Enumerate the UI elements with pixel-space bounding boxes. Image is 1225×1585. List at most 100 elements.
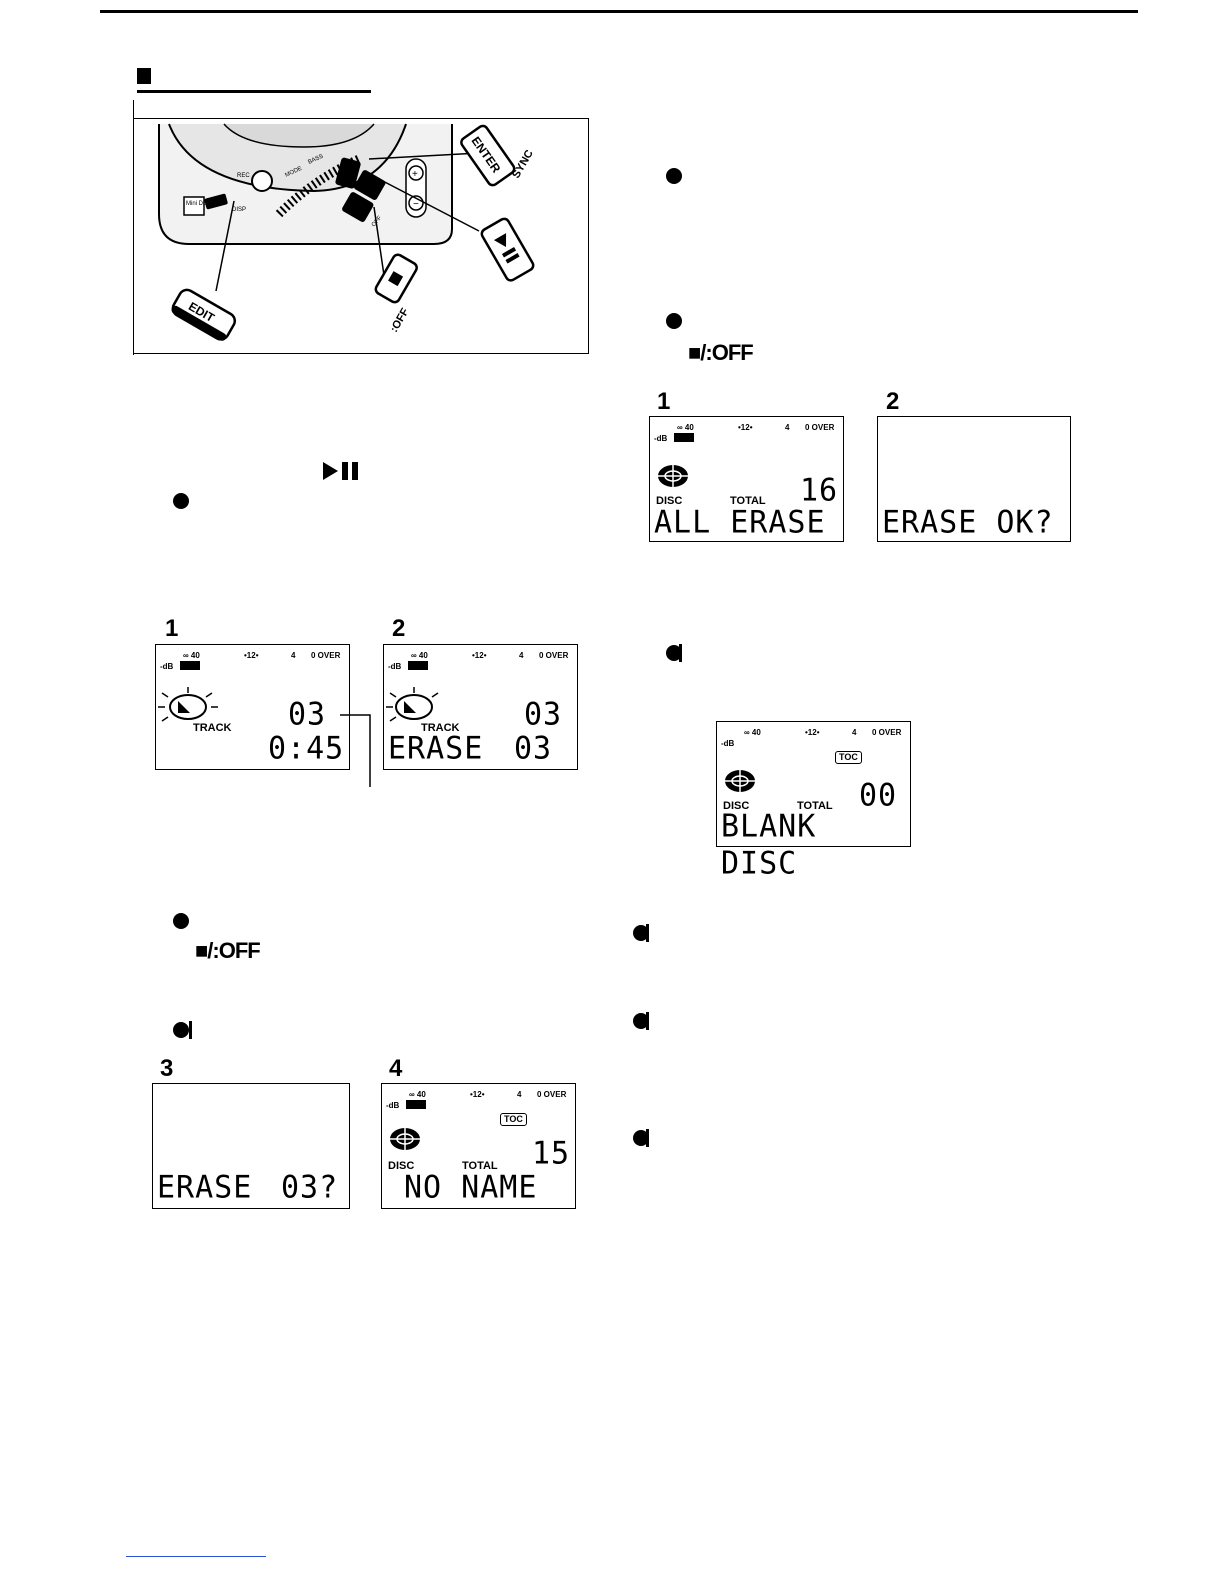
lcd-no-name: ∞ 40 •12• 4 0 OVER -dB TOC DISC TOTAL 15… <box>381 1083 576 1209</box>
bullet-r2 <box>666 313 682 329</box>
bullet-bar <box>646 924 649 942</box>
bullet-r4 <box>633 925 649 941</box>
bullet-1 <box>173 493 189 509</box>
scale-12: •12• <box>472 651 487 660</box>
stop-off-key-label: :OFF <box>388 306 411 334</box>
bullet-bar <box>679 644 682 662</box>
bullet-2 <box>173 913 189 929</box>
disc-icon <box>390 1128 420 1150</box>
lcd-track-time: ∞ 40 •12• 4 0 OVER -dB TRACK 03 0:45 <box>155 644 350 770</box>
section-square-icon <box>137 68 151 84</box>
bottom-link-rule <box>126 1556 266 1557</box>
total-count: 16 <box>800 472 839 509</box>
panel-number: 4 <box>389 1055 403 1082</box>
scale-4: 4 <box>517 1090 522 1099</box>
track-number: 03 <box>288 696 327 733</box>
all-erase-label: ALL ERASE <box>654 504 826 541</box>
bullet-bar <box>189 1021 192 1039</box>
device-drawing: REC MODE BASS Mini Disc DISP OFF + − ENT… <box>158 123 536 341</box>
total-count: 15 <box>532 1135 571 1172</box>
scale-db: -dB <box>386 1101 400 1110</box>
scale-inf: ∞ 40 <box>409 1090 426 1099</box>
scale-db: -dB <box>160 662 174 671</box>
track-label: TRACK <box>421 722 460 734</box>
scale-inf: ∞ 40 <box>744 728 761 737</box>
scale-4: 4 <box>852 728 857 737</box>
disp-label: DISP <box>232 207 246 213</box>
bullet-bar <box>646 1129 649 1147</box>
disc-label: DISC <box>388 1160 415 1172</box>
bullet-r5 <box>633 1013 649 1029</box>
scale-4: 4 <box>785 423 790 432</box>
disc-blink-icon <box>386 687 439 722</box>
toc-badge: TOC <box>500 1113 527 1126</box>
erase-label: ERASE <box>157 1169 253 1206</box>
panel-number: 2 <box>886 388 900 415</box>
time-readout: 0:45 <box>268 730 345 767</box>
svg-text:+: + <box>412 169 418 180</box>
scale-over: 0 OVER <box>537 1090 567 1099</box>
scale-over: 0 OVER <box>805 423 835 432</box>
stop-off-label: ■/:OFF <box>195 938 261 963</box>
bullet-r6 <box>633 1130 649 1146</box>
level-bar <box>674 433 694 442</box>
track-number: 03 <box>524 696 563 733</box>
track-label: TRACK <box>193 722 232 734</box>
scale-over: 0 OVER <box>872 728 902 737</box>
section-underline <box>137 90 371 93</box>
erase-question: 03? <box>281 1169 339 1206</box>
top-rule <box>100 10 1138 13</box>
toc-badge: TOC <box>835 751 862 764</box>
scale-db: -dB <box>388 662 402 671</box>
device-illustration: REC MODE BASS Mini Disc DISP OFF + − ENT… <box>133 118 589 354</box>
bullet-3 <box>173 1022 189 1038</box>
bullet-bar <box>646 1012 649 1030</box>
total-label: TOTAL <box>797 800 833 812</box>
scale-12: •12• <box>738 423 753 432</box>
disc-blink-icon <box>158 687 218 722</box>
level-bar <box>180 661 200 670</box>
lcd-erase-ok: ERASE OK? <box>877 416 1071 542</box>
scale-inf: ∞ 40 <box>411 651 428 660</box>
scale-over: 0 OVER <box>311 651 341 660</box>
scale-db: -dB <box>654 434 668 443</box>
scale-4: 4 <box>291 651 296 660</box>
minidisc-logo: Mini Disc <box>186 201 210 207</box>
callout-line <box>340 714 371 787</box>
erase-label: ERASE <box>388 730 484 767</box>
disc-icon <box>658 465 688 487</box>
disc-label: DISC <box>723 800 750 812</box>
scale-12: •12• <box>470 1090 485 1099</box>
lcd-all-erase: ∞ 40 •12• 4 0 OVER -dB DISC TOTAL 16 ALL… <box>649 416 844 542</box>
erase-track-number: 03 <box>514 730 553 767</box>
scale-12: •12• <box>244 651 259 660</box>
scale-db: -dB <box>721 739 735 748</box>
panel-number: 1 <box>165 615 179 642</box>
lcd-erase-confirm: ERASE 03? <box>152 1083 350 1209</box>
lcd-erase-track: ∞ 40 •12• 4 0 OVER -dB TRACK 03 ERASE 03 <box>383 644 578 770</box>
level-bar <box>406 1100 426 1109</box>
sync-label: SYNC <box>510 148 536 181</box>
blank-disc-label: BLANK DISC <box>721 808 817 882</box>
panel-number: 1 <box>657 388 671 415</box>
total-label: TOTAL <box>730 495 766 507</box>
panel-number: 3 <box>160 1055 174 1082</box>
scale-inf: ∞ 40 <box>183 651 200 660</box>
bullet-r3 <box>666 645 682 661</box>
stop-off-label-right: ■/:OFF <box>688 340 754 365</box>
total-label: TOTAL <box>462 1160 498 1172</box>
scale-inf: ∞ 40 <box>677 423 694 432</box>
disc-name: NO NAME <box>404 1169 538 1206</box>
bullet-r1 <box>666 168 682 184</box>
scale-12: •12• <box>805 728 820 737</box>
play-pause-icon <box>323 462 358 480</box>
erase-ok-label: ERASE OK? <box>882 504 1054 541</box>
scale-4: 4 <box>519 651 524 660</box>
total-count: 00 <box>859 777 898 814</box>
disc-icon <box>725 770 755 792</box>
level-bar <box>408 661 428 670</box>
svg-text:−: − <box>413 199 419 210</box>
lcd-blank-disc: ∞ 40 •12• 4 0 OVER -dB TOC DISC TOTAL 00… <box>716 721 911 882</box>
disc-label: DISC <box>656 495 683 507</box>
panel-number: 2 <box>392 615 406 642</box>
